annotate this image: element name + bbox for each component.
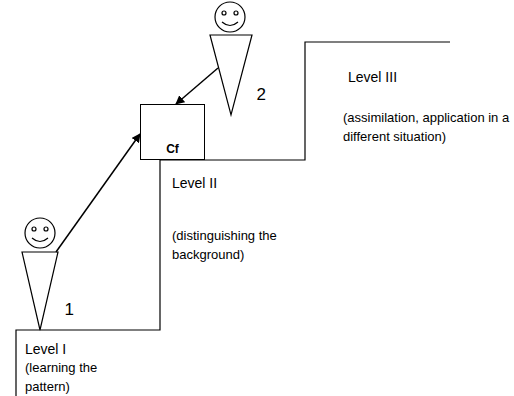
level-title: Level III [348, 68, 508, 87]
level-description: (learning the pattern) [25, 358, 145, 396]
level-description: (assimilation, application in a differen… [343, 108, 511, 146]
triangle-outline [20, 250, 74, 332]
stick-figure-body: 1 [20, 250, 74, 332]
box-label: Cf [166, 142, 179, 156]
callout-number: 2 [257, 85, 266, 105]
stair-outline [16, 42, 450, 396]
triangle-body [22, 252, 58, 330]
stick-figure-body: 2 [208, 33, 268, 117]
arrow-connector [56, 134, 140, 252]
level-title: Level I [25, 340, 155, 359]
triangle-body [210, 35, 252, 115]
figure-head [25, 218, 55, 248]
concept-box: Cf [140, 104, 205, 160]
figure-head [215, 2, 245, 32]
level-title: Level II [172, 174, 302, 193]
triangle-outline [208, 33, 268, 117]
level-description: (distinguishing the background) [172, 226, 304, 264]
arrow-connector [176, 68, 218, 104]
callout-number: 1 [65, 300, 74, 320]
